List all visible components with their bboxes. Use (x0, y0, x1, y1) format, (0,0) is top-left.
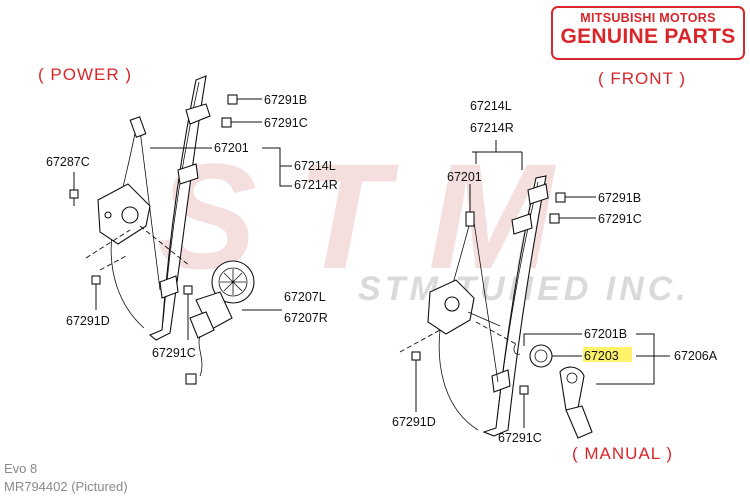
heading-front: ( FRONT ) (598, 69, 686, 88)
bolt-icon (183, 285, 193, 302)
bolt-icon (519, 385, 529, 402)
genuine-parts-badge: MITSUBISHI MOTORS GENUINE PARTS (551, 6, 745, 60)
badge-line-2: GENUINE PARTS (560, 25, 736, 48)
bolt-icon (227, 94, 244, 105)
manual-regulator-assembly (399, 175, 593, 439)
label-67201: 67201 (447, 170, 482, 184)
label-67287C: 67287C (46, 155, 90, 169)
label-67291B: 67291B (264, 93, 307, 107)
escutcheon-ring (529, 344, 553, 368)
label-67291D: 67291D (392, 415, 436, 429)
label-67291C: 67291C (598, 212, 642, 226)
label-67214R: 67214R (470, 121, 514, 135)
label-67214R: 67214R (294, 178, 338, 192)
label-67291C: 67291C (264, 116, 308, 130)
bolt-icon (69, 189, 79, 206)
footer-part-number: MR794402 (Pictured) (4, 479, 128, 494)
bolt-icon (411, 351, 421, 368)
footer-model: Evo 8 (4, 461, 38, 476)
label-67291C-bottom: 67291C (498, 431, 542, 445)
window-crank-handle (559, 366, 593, 439)
label-67203: 67203 (584, 349, 619, 363)
label-67291C-bottom: 67291C (152, 346, 196, 360)
label-67206A: 67206A (674, 349, 718, 363)
highlight-67203 (583, 347, 632, 362)
heading-power: ( POWER ) (38, 65, 132, 84)
power-regulator-assembly (69, 75, 255, 385)
window-motor (185, 260, 255, 385)
label-67214L: 67214L (294, 159, 336, 173)
label-67291D: 67291D (66, 314, 110, 328)
bolt-icon (555, 192, 572, 203)
label-67207L: 67207L (284, 290, 326, 304)
label-67201B: 67201B (584, 327, 627, 341)
label-67207R: 67207R (284, 311, 328, 325)
label-67214L: 67214L (470, 99, 512, 113)
heading-manual: ( MANUAL ) (572, 444, 673, 463)
badge-line-1: MITSUBISHI MOTORS (580, 11, 716, 25)
bolt-icon (549, 213, 566, 224)
label-67201: 67201 (214, 141, 249, 155)
bolt-icon (221, 117, 238, 128)
label-67291B: 67291B (598, 191, 641, 205)
bolt-icon (91, 275, 101, 292)
